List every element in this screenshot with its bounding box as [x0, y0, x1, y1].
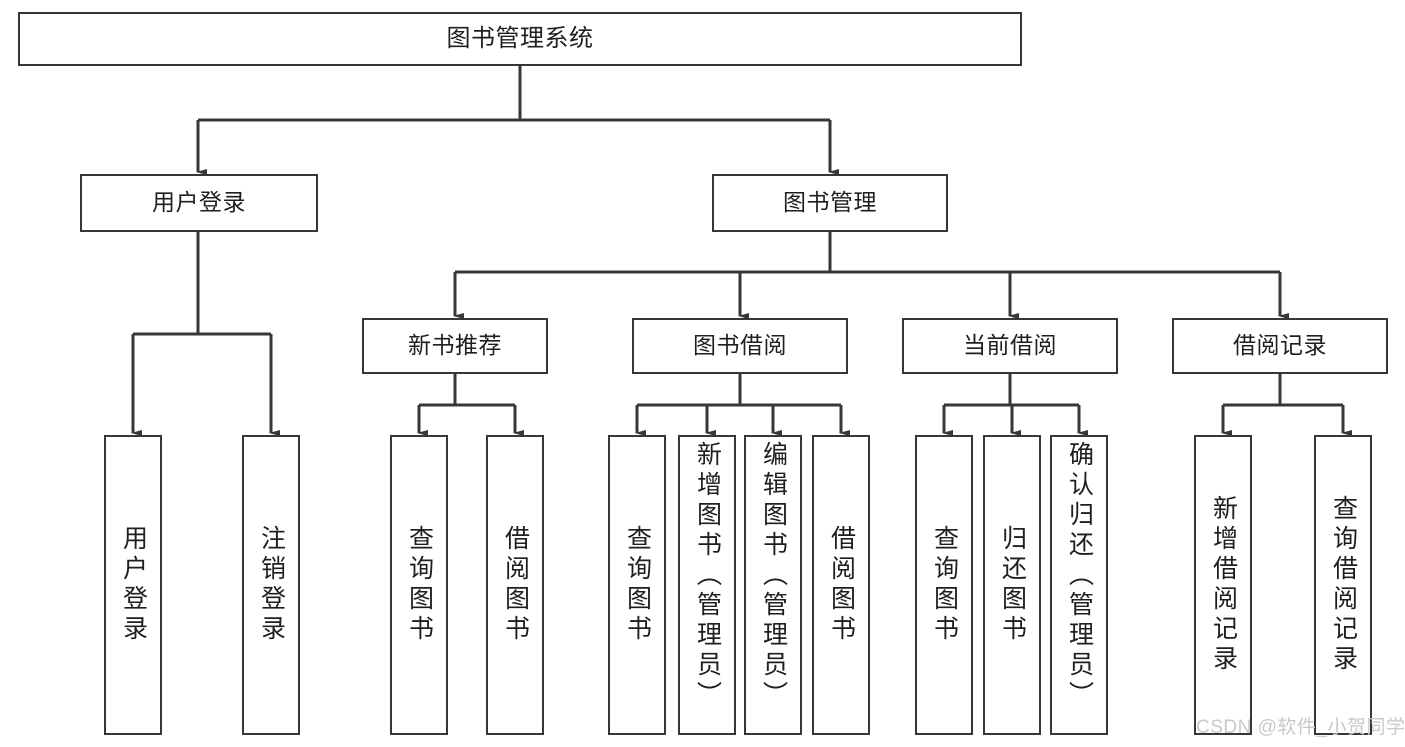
node-leaf-return-book[interactable]: 归还图书	[983, 435, 1041, 735]
node-label: 新书推荐	[408, 332, 502, 359]
node-label: 编辑图书（管理员）	[759, 441, 788, 711]
node-root-title[interactable]: 图书管理系统	[18, 12, 1022, 66]
node-label: 归还图书	[998, 525, 1027, 645]
node-label: 新增借阅记录	[1209, 495, 1238, 675]
node-label: 图书管理	[783, 189, 877, 216]
node-book-borrow[interactable]: 图书借阅	[632, 318, 848, 374]
node-leaf-borrow-book-1[interactable]: 借阅图书	[486, 435, 544, 735]
node-label: 新增图书（管理员）	[693, 441, 722, 711]
node-label: 图书管理系统	[446, 24, 594, 52]
node-leaf-borrow-book-2[interactable]: 借阅图书	[812, 435, 870, 735]
node-leaf-query-book-3[interactable]: 查询图书	[915, 435, 973, 735]
node-label: 查询图书	[405, 525, 434, 645]
node-current-borrow[interactable]: 当前借阅	[902, 318, 1118, 374]
node-leaf-query-record[interactable]: 查询借阅记录	[1314, 435, 1372, 735]
node-label: 查询图书	[623, 525, 652, 645]
node-label: 当前借阅	[963, 332, 1057, 359]
node-leaf-query-book-2[interactable]: 查询图书	[608, 435, 666, 735]
node-label: 借阅图书	[501, 525, 530, 645]
node-label: 借阅记录	[1233, 332, 1327, 359]
node-label: 用户登录	[119, 525, 148, 645]
node-label: 借阅图书	[827, 525, 856, 645]
node-leaf-confirm-return[interactable]: 确认归还（管理员）	[1050, 435, 1108, 735]
node-leaf-user-login[interactable]: 用户登录	[104, 435, 162, 735]
node-user-login[interactable]: 用户登录	[80, 174, 318, 232]
node-leaf-logout-login[interactable]: 注销登录	[242, 435, 300, 735]
node-label: 图书借阅	[693, 332, 787, 359]
node-leaf-edit-book[interactable]: 编辑图书（管理员）	[744, 435, 802, 735]
node-label: 确认归还（管理员）	[1065, 441, 1094, 711]
node-label: 注销登录	[257, 525, 286, 645]
node-leaf-query-book-1[interactable]: 查询图书	[390, 435, 448, 735]
node-borrow-record[interactable]: 借阅记录	[1172, 318, 1388, 374]
node-book-manage[interactable]: 图书管理	[712, 174, 948, 232]
node-label: 查询图书	[930, 525, 959, 645]
watermark-text: CSDN @软件_小贺同学	[1196, 717, 1405, 738]
node-label: 查询借阅记录	[1329, 495, 1358, 675]
node-leaf-add-record[interactable]: 新增借阅记录	[1194, 435, 1252, 735]
node-new-book-recommend[interactable]: 新书推荐	[362, 318, 548, 374]
node-leaf-add-book[interactable]: 新增图书（管理员）	[678, 435, 736, 735]
node-label: 用户登录	[152, 189, 246, 216]
connector-group	[131, 66, 1352, 436]
